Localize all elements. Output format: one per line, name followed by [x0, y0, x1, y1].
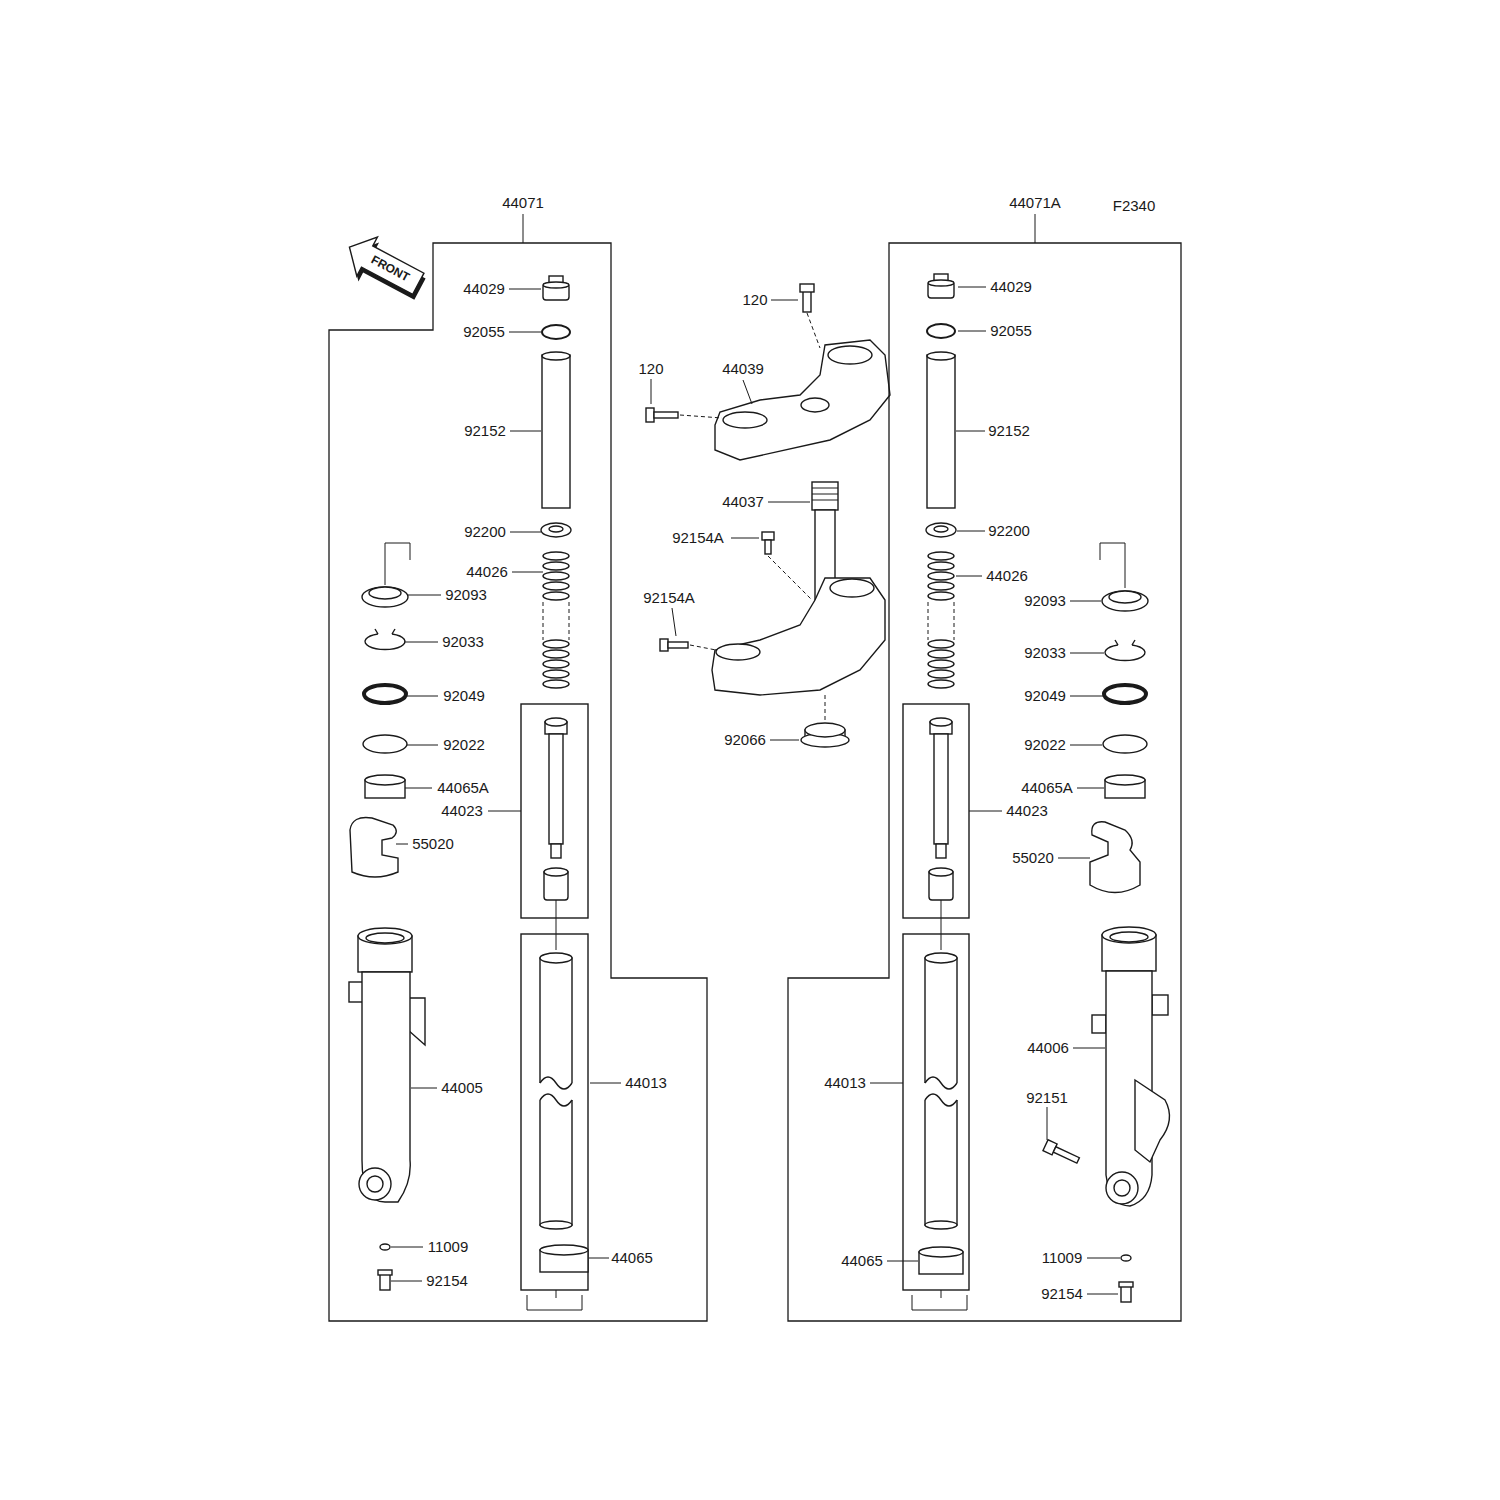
part-number: 44029: [461, 281, 507, 298]
part-number: 92022: [441, 737, 487, 754]
part-number: 92055: [988, 323, 1034, 340]
part-number: 44065: [839, 1253, 885, 1270]
part-number: 120: [636, 361, 665, 378]
outline-shape: [329, 243, 707, 1321]
part-number: 44065A: [435, 780, 491, 797]
part-number: 92151: [1024, 1090, 1070, 1107]
part-number: 92049: [1022, 688, 1068, 705]
part-number: 44026: [984, 568, 1030, 585]
part-number: 55020: [1010, 850, 1056, 867]
assembly-number: 44071: [500, 195, 546, 212]
assembly-outline: 44071A: [788, 243, 1181, 1321]
part-number: 92093: [443, 587, 489, 604]
part-number: 44013: [623, 1075, 669, 1092]
part-number: 92049: [441, 688, 487, 705]
part-number: 44026: [464, 564, 510, 581]
part-number: 44023: [1004, 803, 1050, 820]
part-number: 120: [740, 292, 769, 309]
part-number: 55020: [410, 836, 456, 853]
part-number: 92154: [1039, 1286, 1085, 1303]
part-number: 44029: [988, 279, 1034, 296]
part-number: 92152: [986, 423, 1032, 440]
outline-shape: [788, 243, 1181, 1321]
part-number: 44065A: [1019, 780, 1075, 797]
part-number: 44023: [439, 803, 485, 820]
part-number: 92200: [986, 523, 1032, 540]
figure-code: F2340: [1111, 198, 1158, 215]
assembly-outline: 44071: [329, 243, 707, 1321]
part-number: 92066: [722, 732, 768, 749]
part-number: 92154: [424, 1273, 470, 1290]
part-number: 44005: [439, 1080, 485, 1097]
part-number: 11009: [426, 1239, 471, 1256]
part-number: 92154A: [670, 530, 726, 547]
part-number: 44013: [822, 1075, 868, 1092]
part-number: 44006: [1025, 1040, 1071, 1057]
part-number: 44039: [720, 361, 766, 378]
part-number: 92055: [461, 324, 507, 341]
part-number: 11009: [1040, 1250, 1085, 1267]
part-number: 92033: [1022, 645, 1068, 662]
part-number: 44037: [720, 494, 766, 511]
part-number: 92022: [1022, 737, 1068, 754]
part-number: 92154A: [641, 590, 697, 607]
part-number: 44065: [609, 1250, 655, 1267]
part-number: 92033: [440, 634, 486, 651]
part-number: 92200: [462, 524, 508, 541]
part-number: 92152: [462, 423, 508, 440]
part-number: 92093: [1022, 593, 1068, 610]
assembly-number: 44071A: [1007, 195, 1063, 212]
